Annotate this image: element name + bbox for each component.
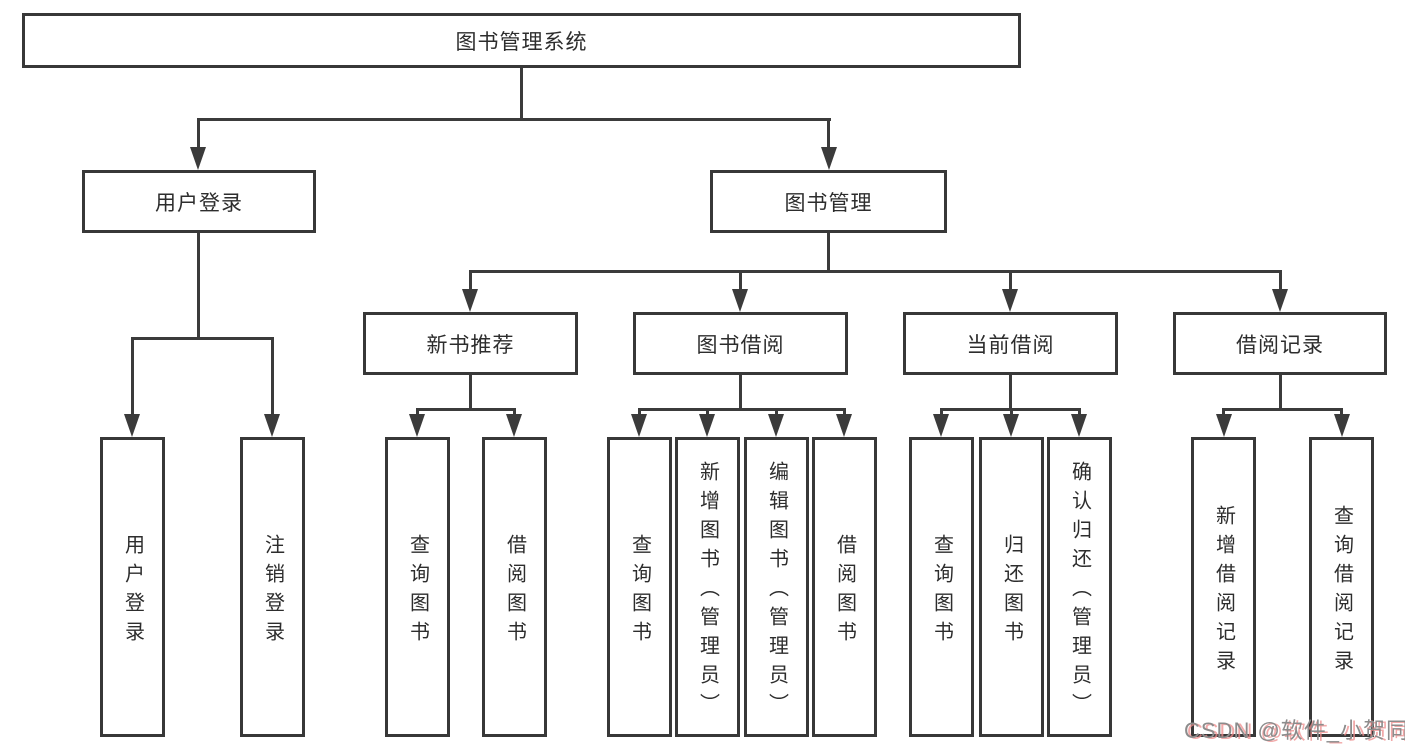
node-root: 图书管理系统 (22, 13, 1021, 68)
connector-vline (1340, 408, 1343, 416)
node-book-borrow: 图书借阅 (633, 312, 848, 375)
leaf-query-books-borrow-label: 查询图书 (628, 533, 651, 650)
node-new-book-recommend-label: 新书推荐 (426, 333, 515, 357)
node-book-management-label: 图书管理 (784, 191, 873, 215)
node-new-book-recommend: 新书推荐 (363, 312, 578, 375)
connector-hline (1222, 408, 1343, 411)
connector-vline (940, 408, 943, 416)
connector-vline (775, 408, 778, 416)
connector-vline (1009, 270, 1012, 290)
leaf-add-borrow-record-label: 新增借阅记录 (1212, 504, 1235, 679)
connector-vline (1279, 270, 1282, 290)
arrow-down-icon (836, 414, 852, 437)
leaf-query-books-current: 查询图书 (909, 437, 974, 737)
arrow-down-icon (1003, 414, 1019, 437)
node-user-login: 用户登录 (82, 170, 316, 233)
connector-vline (520, 68, 523, 118)
connector-hline (131, 337, 274, 340)
leaf-query-borrow-record-label: 查询借阅记录 (1330, 504, 1353, 679)
node-root-label: 图书管理系统 (455, 30, 588, 54)
leaf-logout: 注销登录 (240, 437, 305, 737)
arrow-down-icon (1272, 289, 1288, 312)
connector-vline (513, 408, 516, 416)
connector-vline (1279, 375, 1282, 408)
arrow-down-icon (462, 289, 478, 312)
node-book-borrow-label: 图书借阅 (696, 333, 785, 357)
connector-vline (469, 375, 472, 408)
arrow-down-icon (1334, 414, 1350, 437)
arrow-down-icon (409, 414, 425, 437)
node-current-borrow-label: 当前借阅 (966, 333, 1055, 357)
leaf-add-book-admin: 新增图书（管理员） (675, 437, 740, 737)
node-borrow-records-label: 借阅记录 (1236, 333, 1324, 357)
arrow-down-icon (933, 414, 949, 437)
connector-vline (706, 408, 709, 416)
leaf-add-book-admin-label: 新增图书（管理员） (696, 461, 719, 722)
connector-vline (271, 337, 274, 415)
node-borrow-records: 借阅记录 (1173, 312, 1387, 375)
leaf-confirm-return-admin-label: 确认归还（管理员） (1068, 461, 1091, 722)
leaf-query-books-current-label: 查询图书 (930, 533, 953, 650)
leaf-borrow-books-recommend: 借阅图书 (482, 437, 547, 737)
leaf-query-books-borrow: 查询图书 (607, 437, 672, 737)
connector-vline (1222, 408, 1225, 416)
leaf-borrow-books-borrow: 借阅图书 (812, 437, 877, 737)
connector-vline (739, 270, 742, 290)
connector-hline (197, 118, 831, 121)
arrow-down-icon (1071, 414, 1087, 437)
connector-vline (197, 118, 200, 148)
connector-vline (1010, 408, 1013, 416)
arrow-down-icon (631, 414, 647, 437)
arrow-down-icon (699, 414, 715, 437)
leaf-query-books-recommend: 查询图书 (385, 437, 450, 737)
connector-hline (416, 408, 516, 411)
leaf-user-login: 用户登录 (100, 437, 165, 737)
leaf-borrow-books-borrow-label: 借阅图书 (833, 533, 856, 650)
leaf-add-borrow-record: 新增借阅记录 (1191, 437, 1256, 737)
leaf-edit-book-admin-label: 编辑图书（管理员） (765, 461, 788, 722)
connector-hline (469, 270, 1282, 273)
leaf-query-books-recommend-label: 查询图书 (406, 533, 429, 650)
arrow-down-icon (821, 147, 837, 170)
connector-hline (638, 408, 846, 411)
arrow-down-icon (1002, 289, 1018, 312)
connector-vline (843, 408, 846, 416)
arrow-down-icon (190, 147, 206, 170)
leaf-query-borrow-record: 查询借阅记录 (1309, 437, 1374, 737)
connector-vline (1078, 408, 1081, 416)
arrow-down-icon (506, 414, 522, 437)
leaf-confirm-return-admin: 确认归还（管理员） (1047, 437, 1112, 737)
connector-vline (739, 375, 742, 408)
arrow-down-icon (1216, 414, 1232, 437)
connector-vline (638, 408, 641, 416)
node-book-management: 图书管理 (710, 170, 947, 233)
connector-vline (469, 270, 472, 290)
leaf-return-book: 归还图书 (979, 437, 1044, 737)
leaf-user-login-label: 用户登录 (121, 533, 144, 650)
connector-vline (827, 118, 830, 148)
node-current-borrow: 当前借阅 (903, 312, 1118, 375)
connector-vline (827, 233, 830, 270)
leaf-logout-label: 注销登录 (261, 533, 284, 650)
leaf-borrow-books-recommend-label: 借阅图书 (503, 533, 526, 650)
connector-vline (197, 233, 200, 337)
connector-vline (416, 408, 419, 416)
arrow-down-icon (124, 414, 140, 437)
csdn-watermark: CSDN @软件_小贺同学 (1184, 718, 1405, 743)
leaf-edit-book-admin: 编辑图书（管理员） (744, 437, 809, 737)
arrow-down-icon (768, 414, 784, 437)
connector-vline (1009, 375, 1012, 408)
arrow-down-icon (732, 289, 748, 312)
leaf-return-book-label: 归还图书 (1000, 533, 1023, 650)
node-user-login-label: 用户登录 (155, 191, 243, 215)
connector-vline (131, 337, 134, 415)
arrow-down-icon (264, 414, 280, 437)
